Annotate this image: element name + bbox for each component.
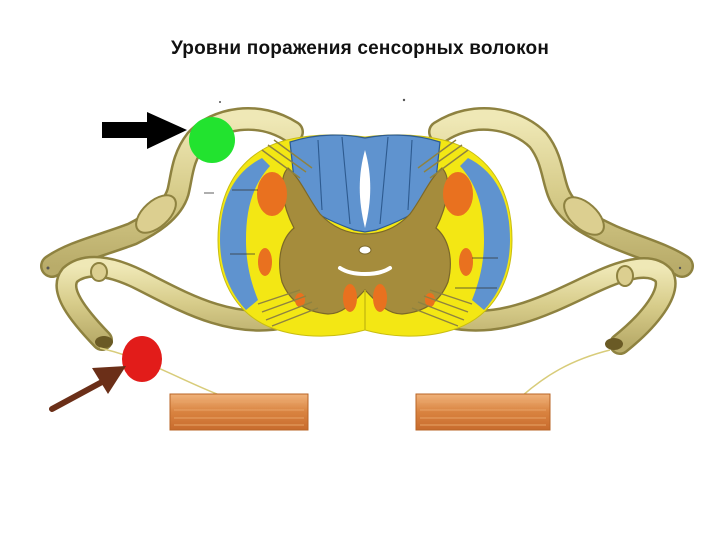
left-spinocerebellar-tract <box>257 172 287 216</box>
red-lesion-marker <box>122 336 162 382</box>
left-lateral-tract <box>220 158 270 310</box>
left-spinothalamic-tract <box>258 248 272 276</box>
specks <box>46 98 682 270</box>
right-sensory-fiber <box>521 349 611 397</box>
right-dorsal-root-ganglion <box>563 196 605 236</box>
right-sympathetic-ganglion <box>616 265 634 287</box>
left-spinal-nerve <box>40 107 304 397</box>
right-muscle <box>415 393 551 431</box>
left-sensory-fiber <box>99 347 223 397</box>
gray-matter <box>279 167 451 315</box>
slide-title: Уровни поражения сенсорных волокон <box>170 38 550 59</box>
central-canal <box>338 266 392 276</box>
right-muscle-fibers <box>420 401 546 426</box>
left-ventral-tract <box>343 284 357 312</box>
black-arrow-right-icon <box>102 112 187 149</box>
left-muscle <box>169 393 309 431</box>
dorsal-median-septum <box>359 150 371 228</box>
left-muscle-fibers <box>174 401 304 426</box>
label-lines <box>204 189 498 289</box>
right-ventral-tract <box>373 284 387 312</box>
right-spinocerebellar-tract <box>443 172 473 216</box>
green-lesion-marker <box>189 117 235 163</box>
dorsal-column-divisions <box>317 136 413 225</box>
root-entry-fibers <box>257 139 473 327</box>
left-dorsal-root-ganglion <box>135 194 177 234</box>
spinal-cord-section <box>217 134 513 337</box>
right-lateral-tract <box>460 158 510 310</box>
right-spinal-nerve <box>428 107 694 397</box>
right-spinothalamic-tract <box>459 248 473 276</box>
brown-arrow-up-right-icon <box>49 366 126 412</box>
left-sympathetic-ganglion <box>90 262 108 282</box>
